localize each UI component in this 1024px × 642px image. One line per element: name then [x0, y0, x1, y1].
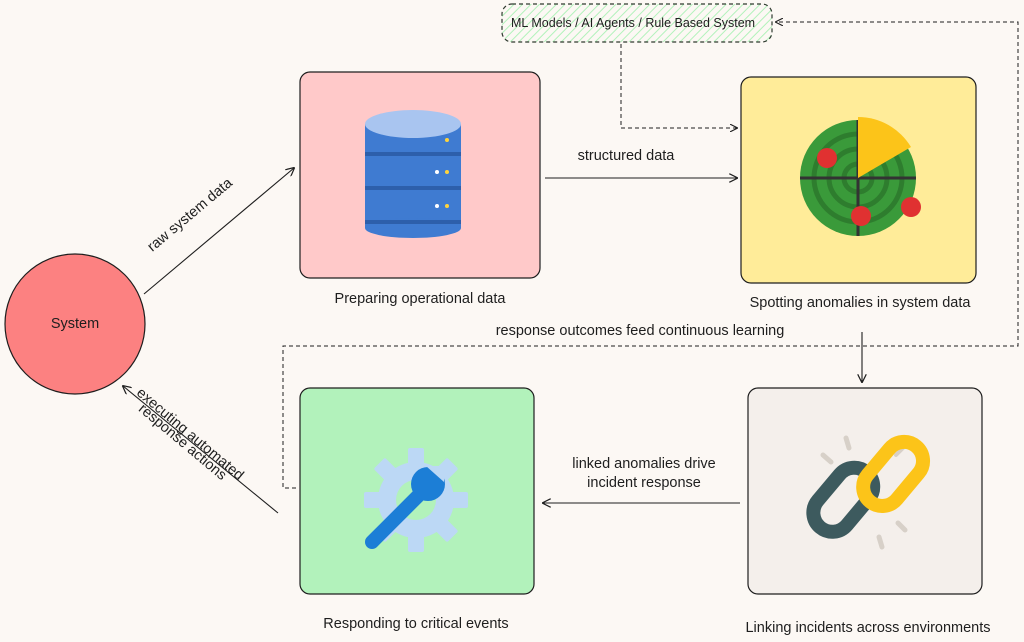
structured-data-label: structured data — [577, 148, 675, 164]
arrow-ml-to-spot — [620, 44, 737, 128]
ml-models-label: ML Models / AI Agents / Rule Based Syste… — [511, 16, 756, 30]
linking-incidents-label: Linking incidents across environments — [745, 620, 991, 636]
arrow-raw-system-data — [143, 168, 294, 295]
ml-models-box — [501, 3, 773, 43]
arrow-executing-actions — [123, 386, 279, 514]
system-node — [4, 253, 146, 395]
chain-link-icon — [806, 434, 931, 550]
feedback-label: response outcomes feed continuous learni… — [495, 323, 785, 339]
preparing-data-label: Preparing operational data — [334, 291, 506, 307]
responding-events-label: Responding to critical events — [323, 616, 509, 632]
spotting-anomalies-label: Spotting anomalies in system data — [749, 295, 971, 311]
radar-icon — [800, 117, 921, 236]
arrow-feedback-loop — [282, 22, 1019, 489]
system-label: System — [50, 316, 100, 332]
wrench-gear-icon — [364, 448, 468, 552]
linked-anomalies-label-line2: incident response — [587, 475, 701, 491]
database-icon — [365, 110, 461, 238]
linked-anomalies-label-line1: linked anomalies drive — [572, 456, 716, 472]
